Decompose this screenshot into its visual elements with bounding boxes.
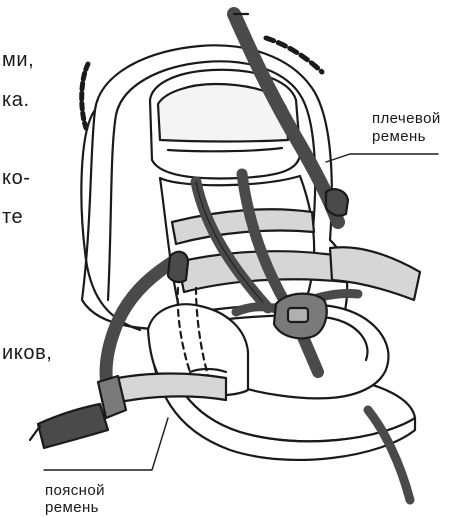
buckle-button xyxy=(288,308,308,322)
belt-guide-left xyxy=(168,252,188,282)
label-shoulder-belt-1: плечевой xyxy=(372,110,441,127)
label-lap-belt-2: ремень xyxy=(45,499,99,516)
label-shoulder-belt-2: ремень xyxy=(372,128,426,145)
vehicle-buckle xyxy=(38,404,108,448)
left-wing-cap xyxy=(82,64,88,128)
belt-guide-right xyxy=(326,189,348,215)
label-lap-belt-1: поясной xyxy=(45,482,105,499)
leader-line-shoulder xyxy=(326,154,438,162)
